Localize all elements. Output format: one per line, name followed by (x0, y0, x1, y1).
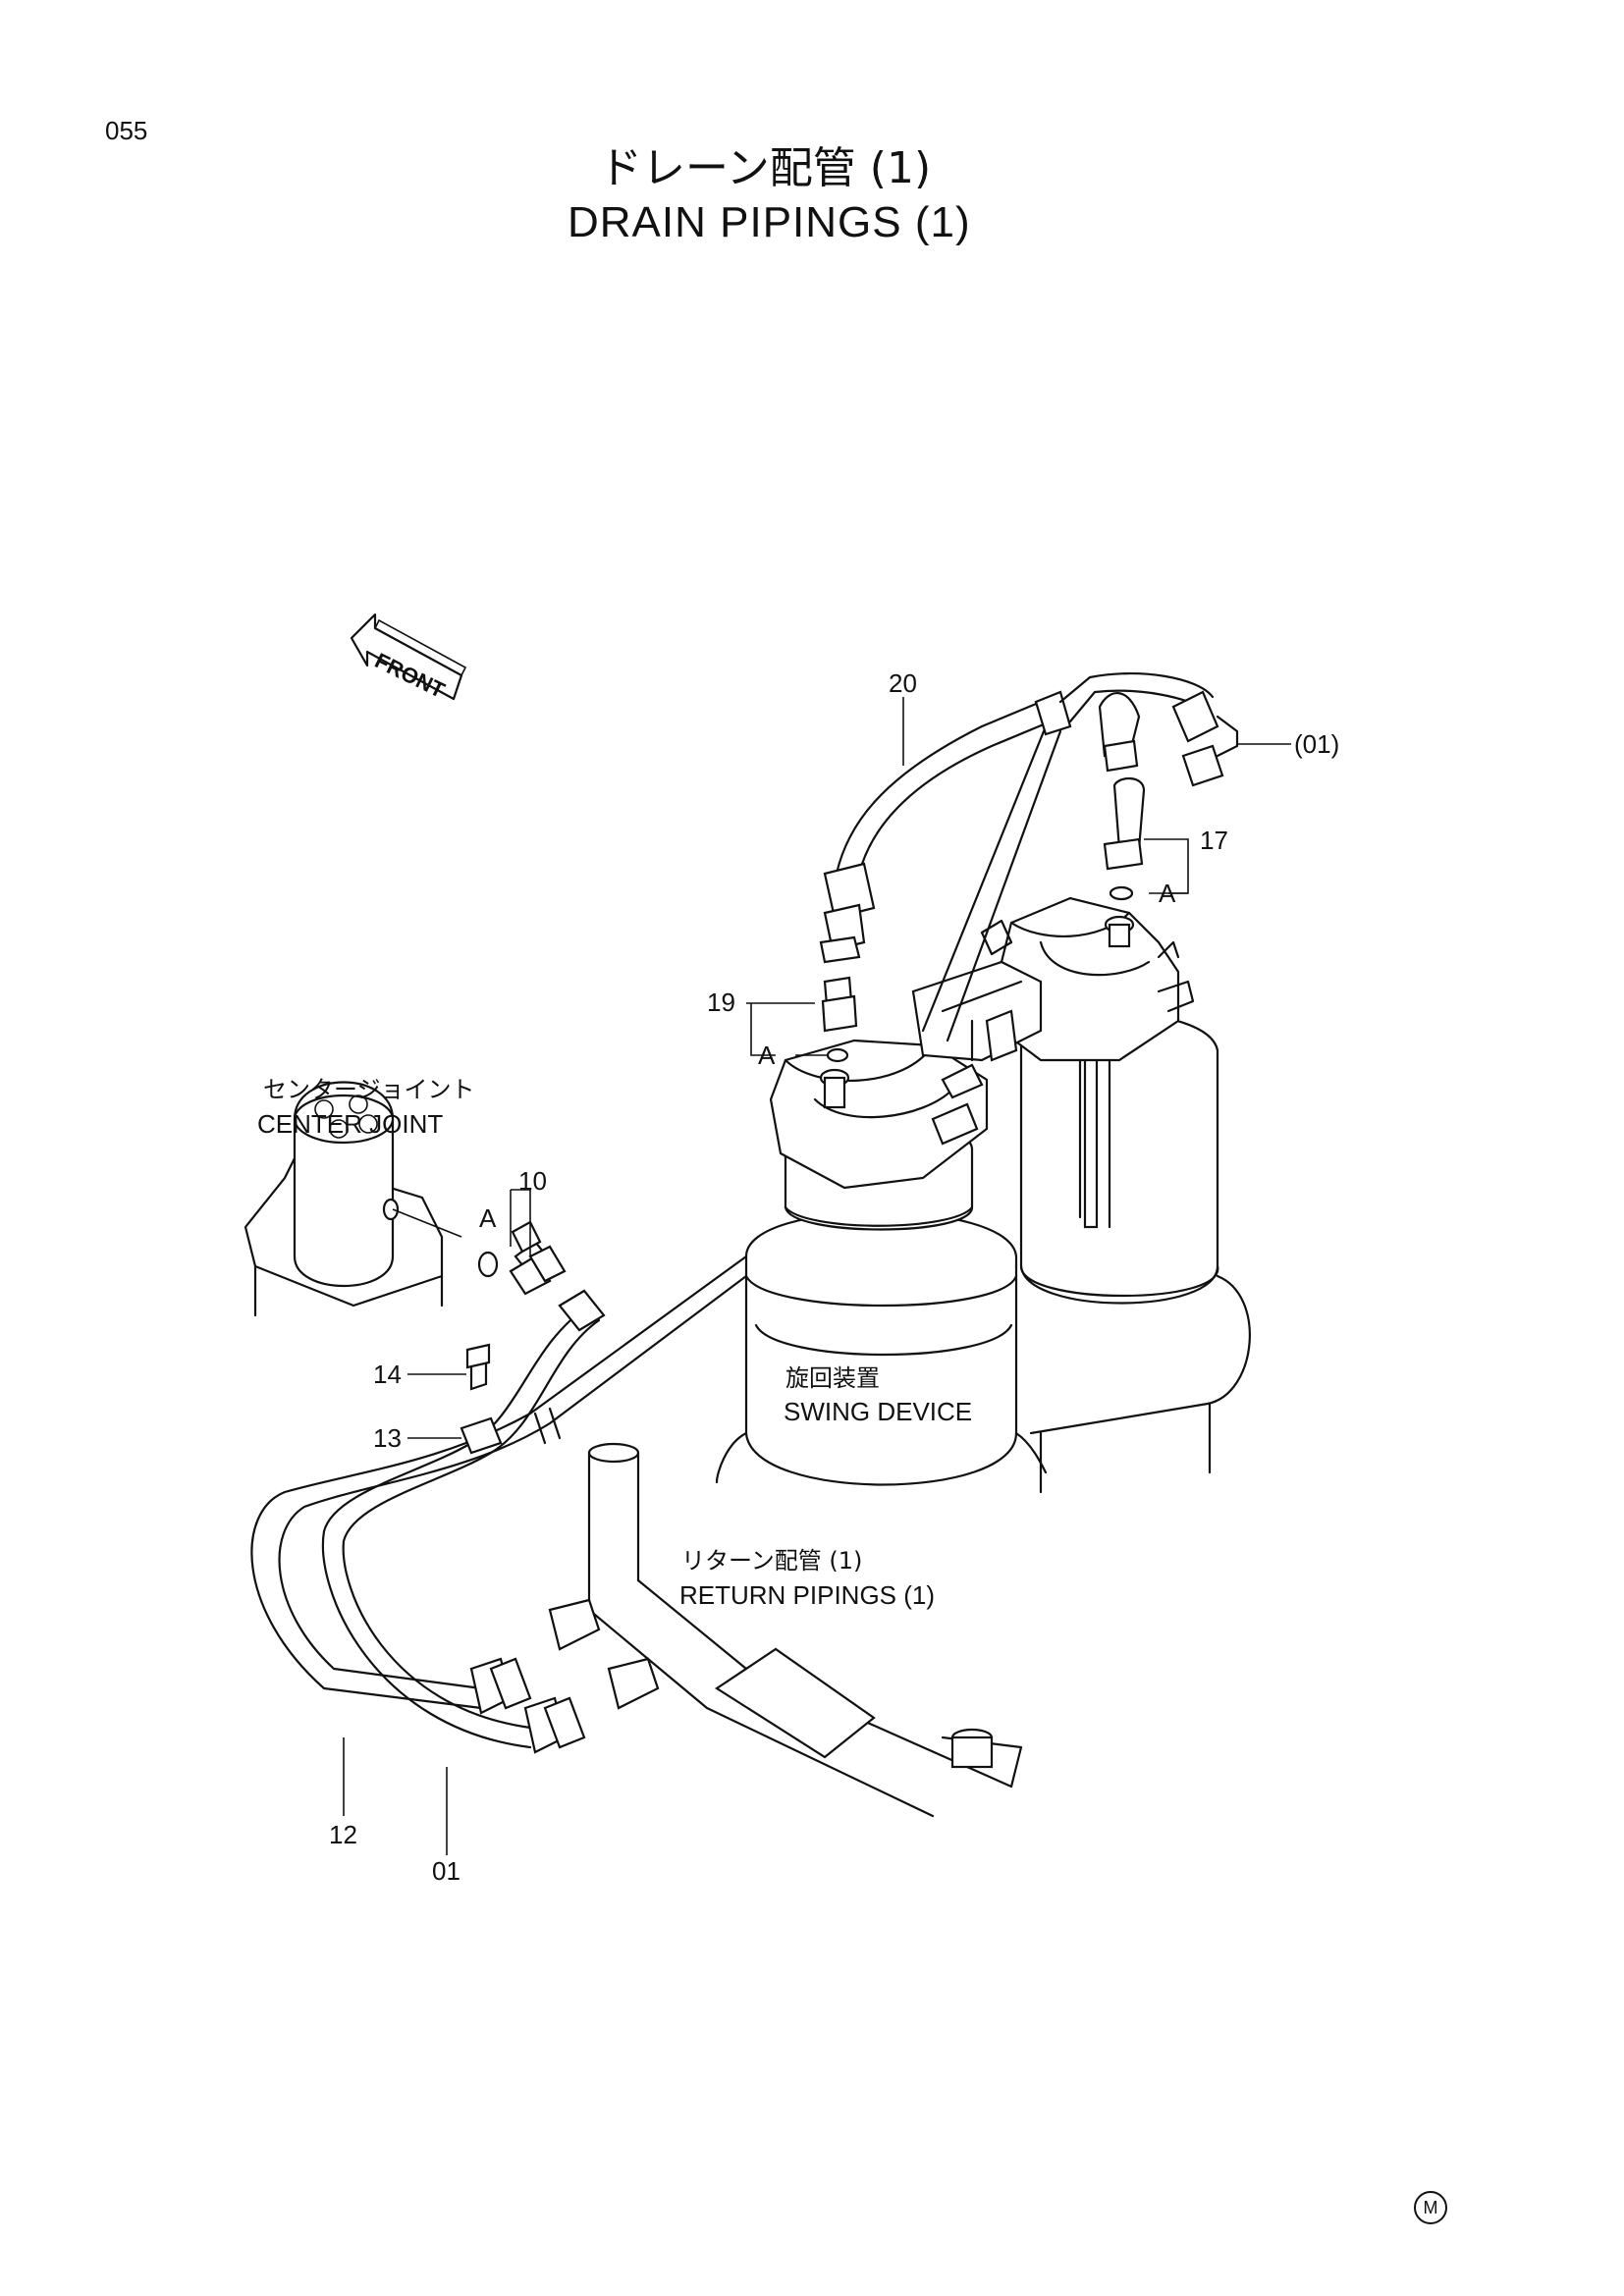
front-arrow-icon (350, 613, 467, 701)
page-number: 055 (105, 116, 148, 145)
page-title: DRAIN PIPINGS (1) (568, 198, 971, 246)
return-pipings-label-japanese: リターン配管 (1) (681, 1547, 863, 1575)
center-joint-label: CENTER JOINT (257, 1109, 444, 1139)
fitting-19 (821, 976, 858, 1063)
callout-a-left: A (479, 1203, 497, 1233)
center-joint-label-japanese: センタージョイント (263, 1076, 475, 1103)
callout-12: 12 (329, 1820, 357, 1849)
swing-motor-right (980, 896, 1251, 1494)
callout-20: 20 (889, 668, 917, 698)
swing-device-label: SWING DEVICE (784, 1397, 973, 1426)
return-pipe (548, 1442, 1023, 1818)
center-joint (244, 1081, 462, 1317)
drain-hose-12-01 (250, 1220, 748, 1754)
callout-01-reference: (01) (1294, 729, 1340, 759)
callout-10: 10 (518, 1166, 547, 1196)
callout-17: 17 (1200, 826, 1228, 855)
fitting-10 (477, 1245, 567, 1296)
leader-lines (343, 697, 1291, 1855)
swing-motor-left (715, 960, 1048, 1486)
callout-19: 19 (707, 988, 735, 1017)
callout-a-right: A (1159, 879, 1176, 908)
return-pipings-label: RETURN PIPINGS (1) (679, 1580, 936, 1610)
clamp-13 (460, 1343, 503, 1455)
callout-a-middle: A (758, 1041, 776, 1070)
circled-m-mark: M (1414, 2191, 1447, 2224)
page-title-japanese: ドレーン配管 (1) (599, 143, 932, 193)
drain-hose-20 (819, 671, 1239, 1042)
swing-device-label-japanese: 旋回装置 (785, 1364, 880, 1392)
callout-01: 01 (432, 1856, 460, 1886)
callout-14: 14 (373, 1360, 402, 1389)
o-ring-17 (1109, 885, 1134, 901)
callout-13: 13 (373, 1423, 402, 1453)
